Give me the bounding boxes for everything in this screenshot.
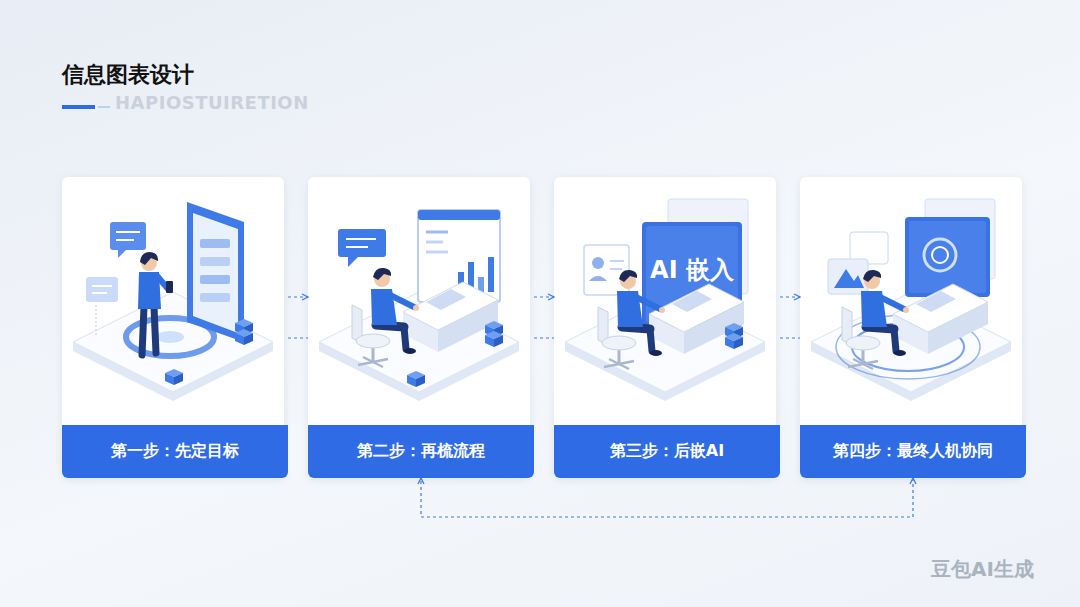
dashed-arrow (288, 296, 308, 297)
watermark: 豆包AI生成 (931, 556, 1034, 583)
diagram-title: 信息图表设计 (62, 60, 194, 90)
dashed-arrow (534, 296, 554, 297)
step-card: 第三步：后嵌AI (554, 177, 780, 478)
subtitle: HAPIOSTUIRETION (115, 92, 309, 113)
dashed-link (288, 337, 308, 338)
step-label: 第四步：最终人机协同 (800, 425, 1026, 478)
dashed-link (780, 337, 800, 338)
screen-text: AI 嵌入 (642, 254, 742, 286)
step-label: 第三步：后嵌AI (554, 425, 780, 478)
step-label: 第一步：先定目标 (62, 425, 288, 478)
dashed-arrow (421, 478, 913, 517)
step-card: 第一步：先定目标 (62, 177, 288, 478)
step-label: 第二步：再梳流程 (308, 425, 534, 478)
step-card: 第二步：再梳流程 (308, 177, 534, 478)
dashed-arrow (780, 296, 800, 297)
dashed-link (534, 337, 554, 338)
step-card: 第四步：最终人机协同 (800, 177, 1026, 478)
